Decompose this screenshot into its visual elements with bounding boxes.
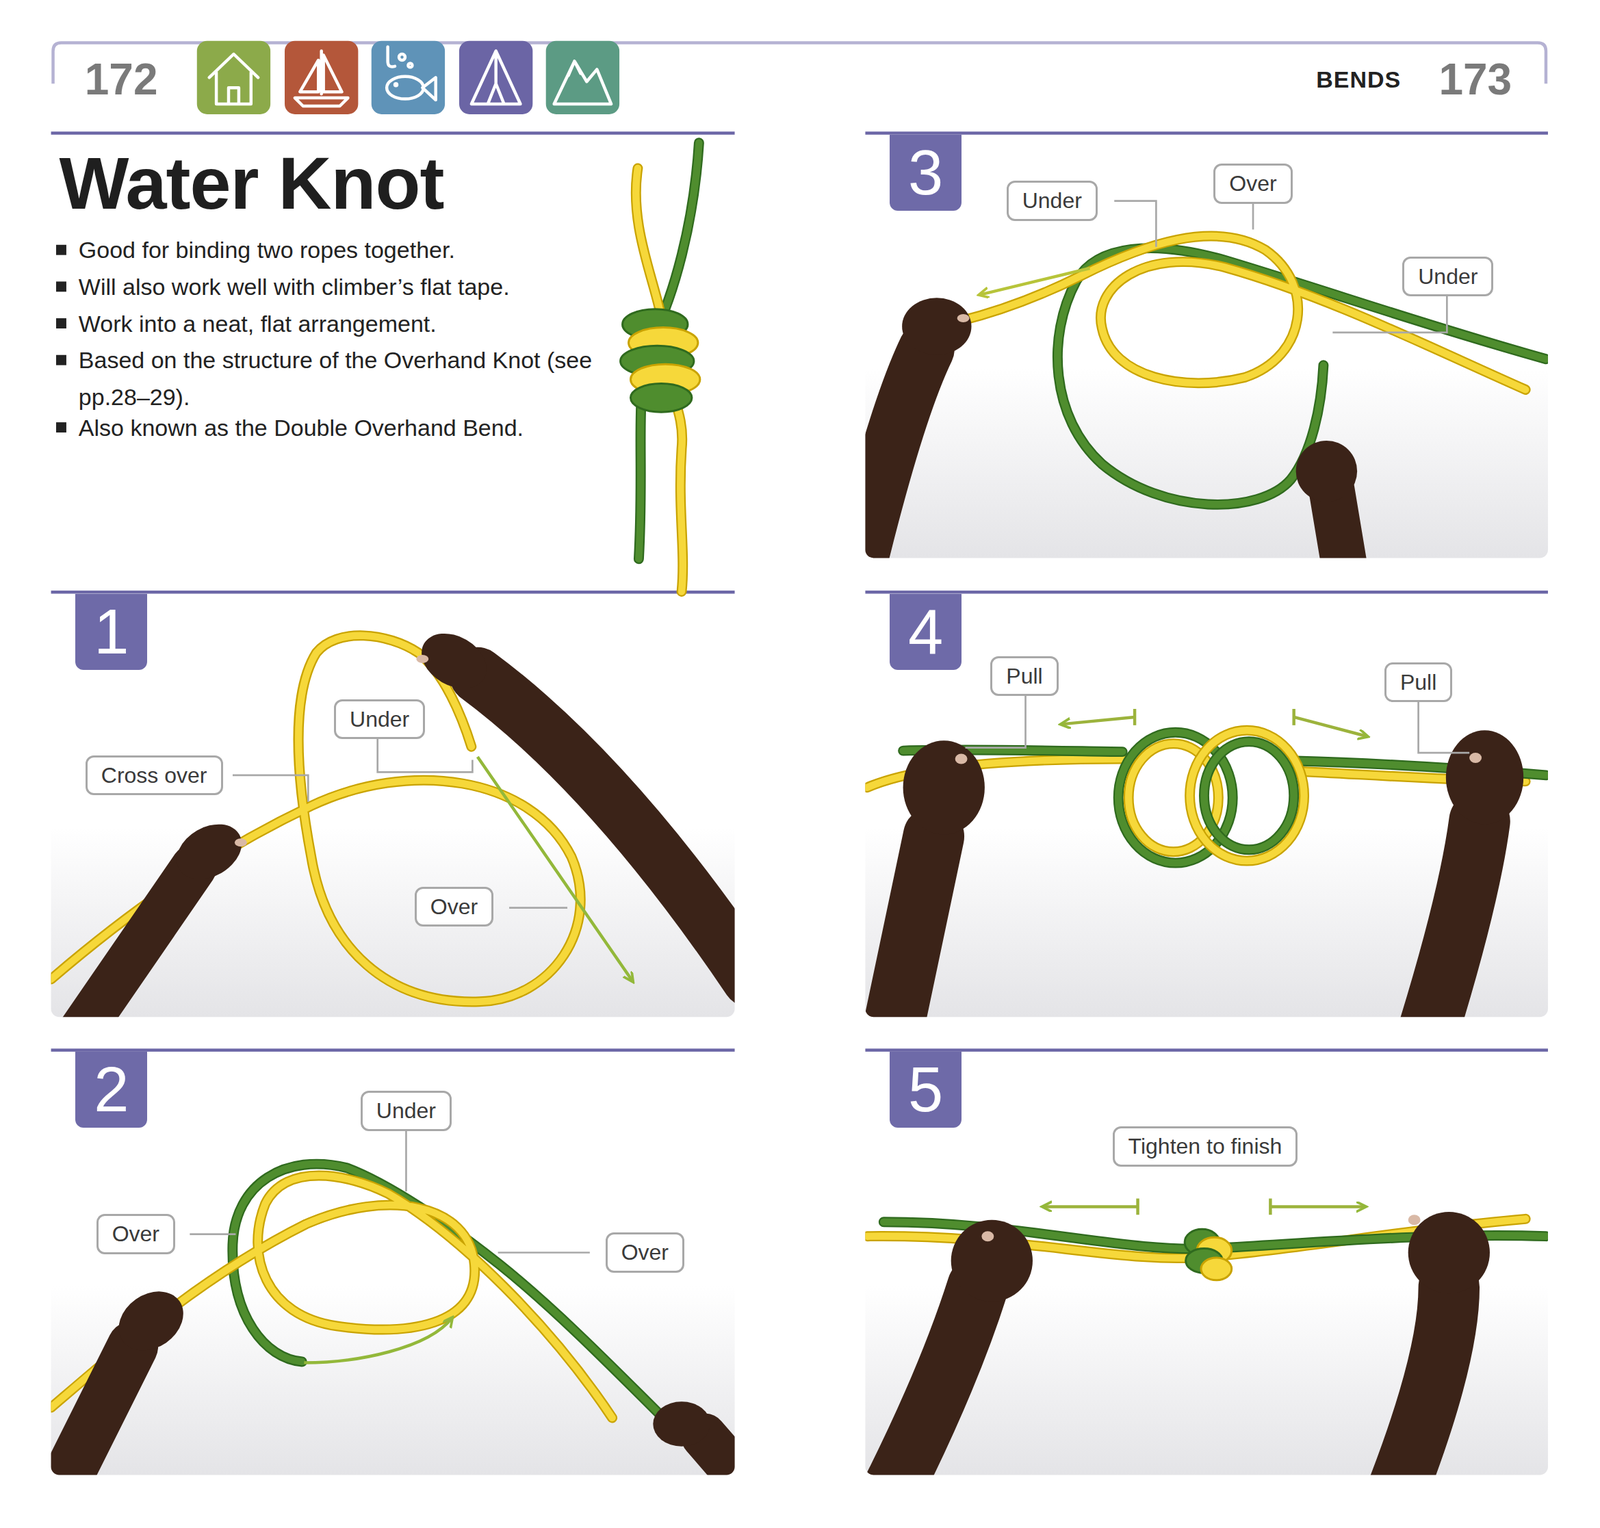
page-number: 172 [84, 57, 159, 102]
bullet-text: Based on the structure of the Overhand K… [78, 341, 613, 416]
callout-label: Pull [1005, 663, 1043, 689]
callout-label: Tighten to finish [1128, 1133, 1283, 1159]
callout-label: Under [1417, 264, 1478, 289]
callout-label: Over [621, 1240, 669, 1265]
step-number: 5 [889, 1051, 962, 1128]
step-number: 1 [75, 594, 148, 670]
section-name: BENDS [1315, 67, 1401, 92]
callout-box: Over [1213, 163, 1293, 204]
page-number: 173 [1438, 57, 1512, 102]
callout-label: Cross over [101, 763, 208, 788]
step-number-text: 2 [93, 1057, 129, 1121]
step-number: 3 [889, 134, 962, 211]
callout-label: Under [1022, 188, 1082, 213]
callout-box: Over [605, 1232, 685, 1273]
step-number-text: 1 [93, 600, 129, 664]
callout-label: Under [376, 1098, 436, 1124]
step-number: 2 [75, 1051, 148, 1128]
callout-box: Under [360, 1090, 452, 1131]
callout-box: Pull [1384, 662, 1453, 703]
step-number: 4 [889, 594, 962, 670]
callout-box: Under [1402, 256, 1494, 297]
callout-box: Tighten to finish [1112, 1126, 1299, 1167]
step-number-text: 5 [908, 1057, 944, 1121]
callout-label: Under [349, 706, 410, 732]
step-number-text: 4 [908, 600, 944, 664]
callout-label: Over [112, 1221, 160, 1247]
bullet-text: Good for binding two ropes together. [78, 231, 613, 269]
bullet-text: Work into a neat, flat arrangement. [78, 305, 613, 343]
callout-box: Over [96, 1214, 176, 1254]
callout-label: Over [430, 894, 478, 920]
bullet-text: Also known as the Double Overhand Bend. [78, 409, 613, 447]
callout-label: Pull [1400, 669, 1437, 695]
page-title: Water Knot [58, 143, 444, 225]
bullet-text: Will also work well with climber’s flat … [78, 268, 613, 306]
callout-box: Under [1006, 180, 1098, 221]
callout-box: Over [414, 886, 494, 927]
callout-box: Under [333, 699, 425, 740]
callout-label: Over [1229, 171, 1277, 196]
step-number-text: 3 [908, 140, 944, 204]
callout-box: Pull [990, 656, 1058, 696]
callout-box: Cross over [85, 755, 224, 796]
